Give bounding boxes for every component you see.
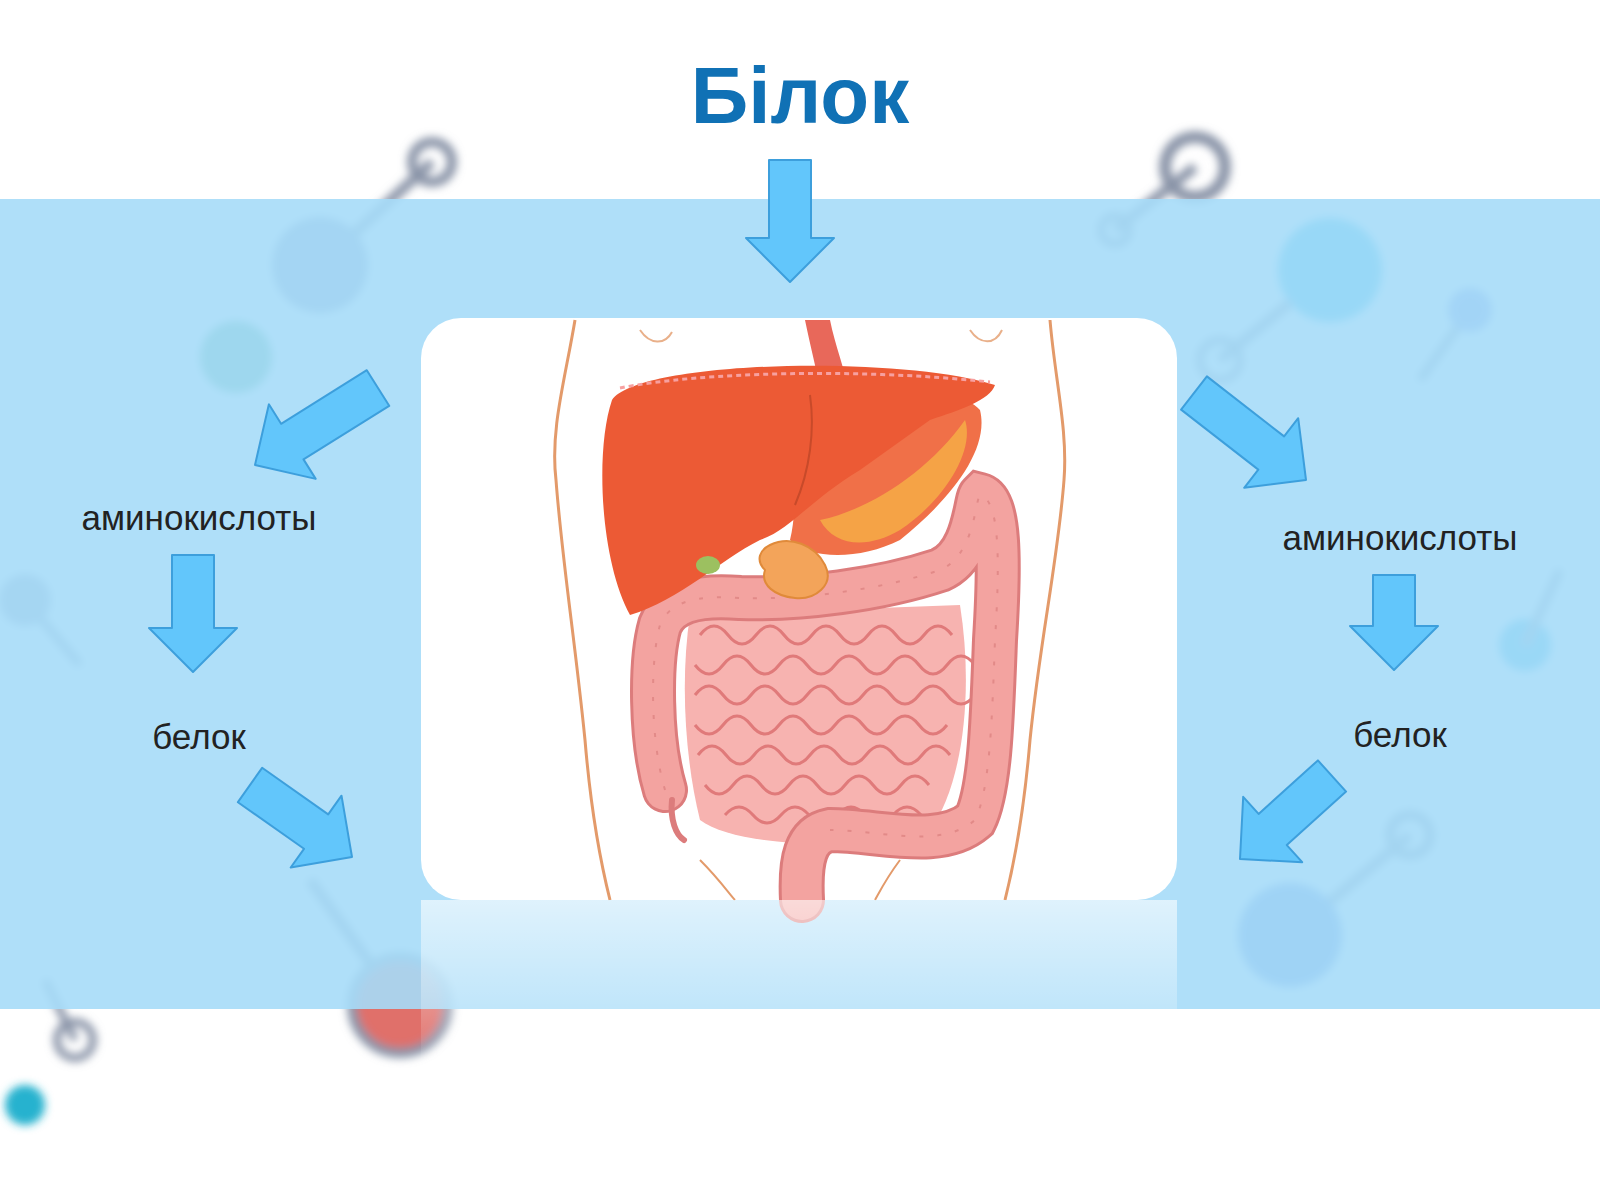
title: Білок (0, 52, 1600, 140)
block-arrow (1240, 760, 1346, 862)
node-label: белок (152, 716, 246, 758)
intestine-loop (695, 656, 975, 674)
blue-band (0, 199, 1600, 1009)
block-arrow (746, 160, 834, 282)
block-arrow-connector (1350, 575, 1438, 670)
appendix (672, 800, 684, 840)
block-arrow (238, 768, 352, 868)
molecule-ring (57, 1022, 93, 1058)
liver (602, 366, 995, 615)
block-arrow-connector (149, 555, 237, 672)
pancreas (760, 541, 828, 598)
liver-lobe-line (795, 395, 812, 505)
intestine-loop (695, 716, 947, 734)
block-arrow (1181, 376, 1306, 487)
intestine-loops (695, 626, 975, 823)
intestine-loop (705, 776, 929, 794)
torso-outline (555, 320, 610, 900)
picture-frame (421, 318, 1177, 900)
frame-reflection (421, 900, 1177, 1070)
block-arrow (255, 370, 389, 479)
torso-outline (875, 860, 900, 900)
layout-arrows (238, 160, 1346, 868)
intestine-loop (700, 626, 952, 644)
molecule-ring (1165, 137, 1225, 197)
text-node: аминокислоты (76, 493, 323, 543)
intestine-loop (698, 746, 950, 764)
molecule-ring (412, 142, 452, 182)
text-node: белок (1347, 710, 1453, 760)
gallbladder (696, 556, 720, 574)
text-node: аминокислоты (1277, 513, 1524, 563)
body-detail (640, 330, 672, 342)
node-label: аминокислоты (1283, 517, 1518, 559)
molecule-atom (5, 1085, 45, 1125)
node-label: аминокислоты (82, 497, 317, 539)
text-node: белок (146, 712, 252, 762)
diaphragm-line (620, 373, 990, 388)
digestive-system-illustration (555, 320, 1065, 900)
torso-outline (700, 860, 735, 900)
intestine-loop (695, 686, 975, 704)
node-label: белок (1353, 714, 1447, 756)
body-detail (970, 330, 1002, 341)
